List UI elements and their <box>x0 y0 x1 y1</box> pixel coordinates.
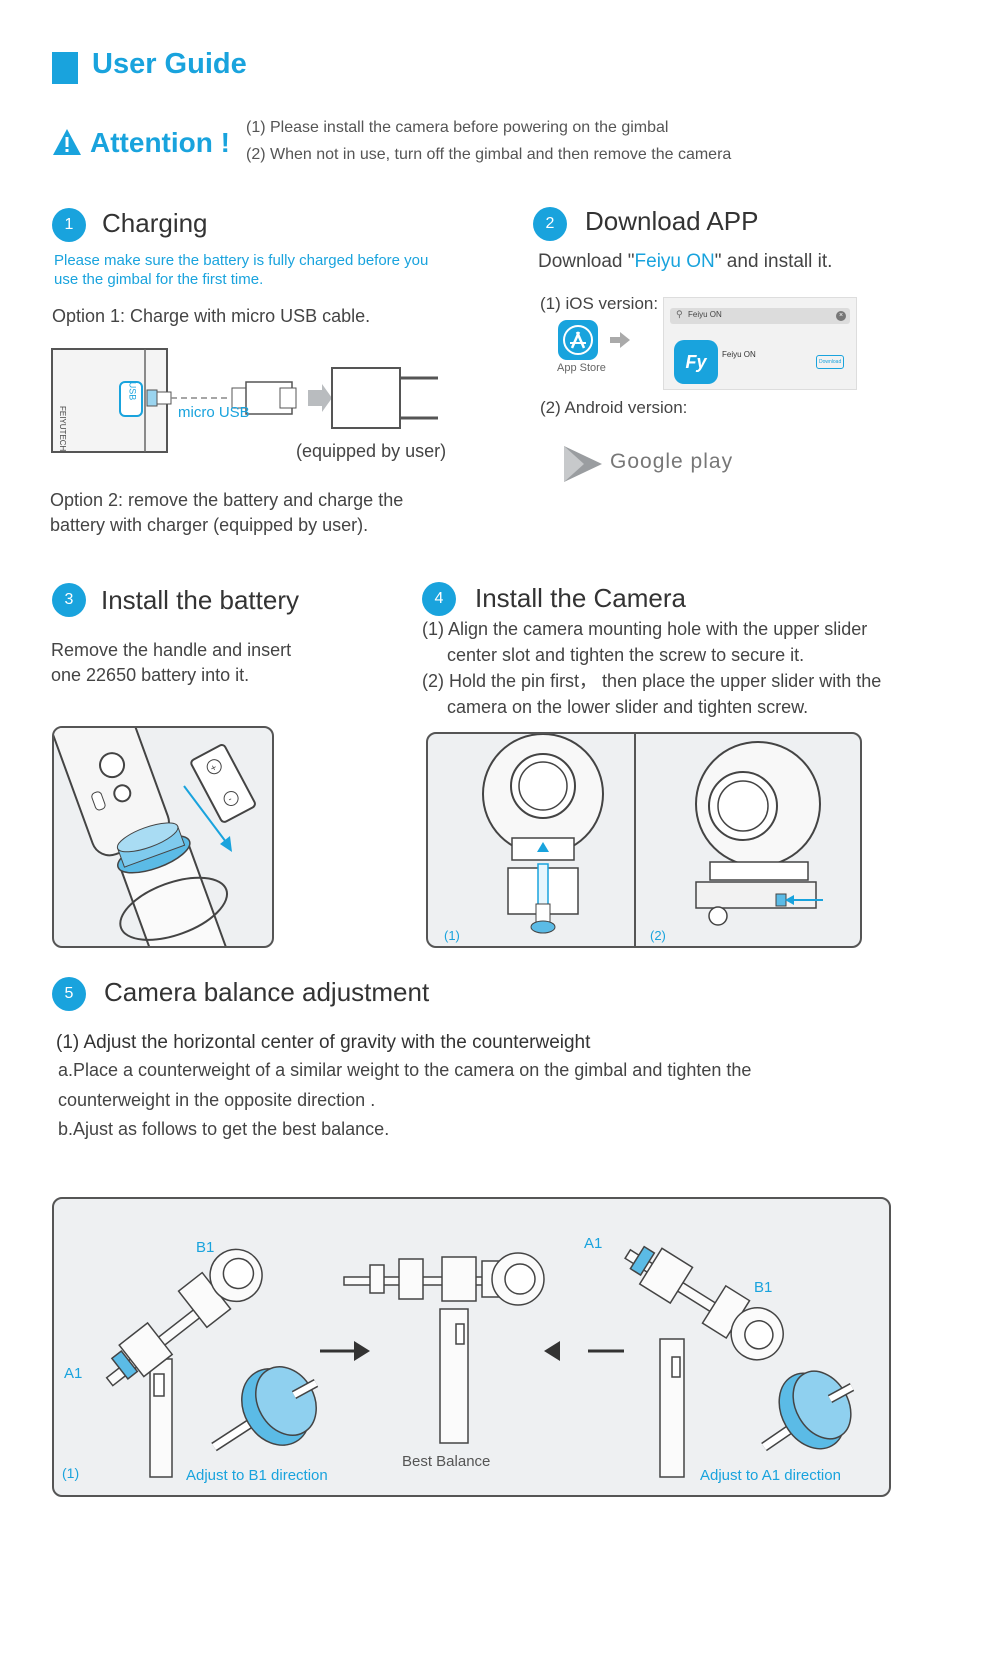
camera-step-1b: center slot and tighten the screw to sec… <box>447 645 805 665</box>
download-prefix: Download " <box>538 251 635 272</box>
app-search-bar[interactable]: ⚲ Feiyu ON × <box>670 308 850 324</box>
charging-illustration: FEIYUTECH <box>50 346 450 466</box>
svg-text:+: + <box>209 762 219 775</box>
google-play-icon[interactable] <box>562 444 604 484</box>
download-title: Download APP <box>585 206 759 236</box>
balance-label-a1-right: A1 <box>584 1235 603 1252</box>
svg-text:FEIYUTECH: FEIYUTECH <box>58 406 67 452</box>
charging-title: Charging <box>102 208 208 238</box>
header-square-icon <box>52 52 78 84</box>
search-icon: ⚲ <box>676 309 683 319</box>
camera-panel-label-1: (1) <box>444 928 460 943</box>
balance-line-a2: counterweight in the opposite direction … <box>58 1090 376 1110</box>
step-4-badge: 4 <box>422 582 456 616</box>
balance-heading: (1) Adjust the horizontal center of grav… <box>56 1032 591 1053</box>
camera-title: Install the Camera <box>475 583 686 613</box>
page-title: User Guide <box>92 48 247 80</box>
step-5-badge: 5 <box>52 977 86 1011</box>
battery-text: Remove the handle and insert one 22650 b… <box>51 640 292 686</box>
attention-note-2: (2) When not in use, turn off the gimbal… <box>246 146 732 163</box>
arrow-right-icon <box>610 332 630 348</box>
feiyu-app-icon: Fy <box>674 340 718 384</box>
charging-note: Please make sure the battery is fully ch… <box>54 252 429 288</box>
download-suffix: " and install it. <box>714 251 833 272</box>
balance-right-caption: Adjust to A1 direction <box>700 1467 841 1484</box>
balance-center-caption: Best Balance <box>402 1453 491 1470</box>
equipped-label: (equipped by user) <box>296 441 447 461</box>
balance-corner-label: (1) <box>62 1465 80 1481</box>
camera-install-illustration: (1) (2) <box>426 732 862 948</box>
step-3-badge: 3 <box>52 583 86 617</box>
balance-label-b1-left: B1 <box>196 1239 215 1256</box>
micro-usb-label: micro USB <box>178 404 250 421</box>
download-line: Download "Feiyu ON" and install it. <box>538 249 832 276</box>
balance-line-a: a.Place a counterweight of a similar wei… <box>58 1060 752 1080</box>
warning-icon <box>52 128 82 156</box>
battery-illustration: + - <box>52 726 274 948</box>
camera-panel-label-2: (2) <box>650 928 666 943</box>
camera-step-2b: camera on the lower slider and tighten s… <box>447 697 809 717</box>
attention-label: Attention ! <box>90 127 230 158</box>
attention-note-1: (1) Please install the camera before pow… <box>246 119 669 136</box>
camera-panel-divider <box>634 734 636 946</box>
battery-title: Install the battery <box>101 585 299 615</box>
download-app-name: Feiyu ON <box>634 251 715 272</box>
balance-label-b1-right: B1 <box>754 1279 773 1296</box>
google-play-label[interactable]: Google play <box>610 450 734 473</box>
svg-text:-: - <box>226 794 234 805</box>
camera-step-1a: (1) Align the camera mounting hole with … <box>422 619 868 639</box>
usb-badge: USB <box>127 381 138 401</box>
camera-step-2a: (2) Hold the pin first， then place the u… <box>422 671 882 691</box>
step-1-badge: 1 <box>52 208 86 242</box>
app-result-name: Feiyu ON <box>722 350 756 359</box>
ios-label: (1) iOS version: <box>540 294 659 313</box>
app-download-button-label: Download <box>819 359 842 365</box>
app-download-button[interactable]: Download <box>816 355 844 369</box>
android-label: (2) Android version: <box>540 398 688 417</box>
balance-diagram: B1 A1 A1 B1 (1) Adjust to B1 direction B… <box>52 1197 891 1497</box>
app-store-label: App Store <box>557 362 606 374</box>
app-store-icon[interactable] <box>558 320 598 360</box>
app-search-text: Feiyu ON <box>688 310 722 319</box>
charging-option-1: Option 1: Charge with micro USB cable. <box>52 306 371 326</box>
app-search-screenshot: ⚲ Feiyu ON × Fy Feiyu ON Download <box>663 297 857 390</box>
balance-title: Camera balance adjustment <box>104 977 430 1007</box>
step-2-badge: 2 <box>533 207 567 241</box>
clear-icon[interactable]: × <box>836 311 846 321</box>
balance-left-caption: Adjust to B1 direction <box>186 1467 328 1484</box>
charging-option-2: Option 2: remove the battery and charge … <box>50 490 404 536</box>
balance-label-a1-left: A1 <box>64 1365 83 1382</box>
balance-line-b: b.Ajust as follows to get the best balan… <box>58 1119 390 1139</box>
